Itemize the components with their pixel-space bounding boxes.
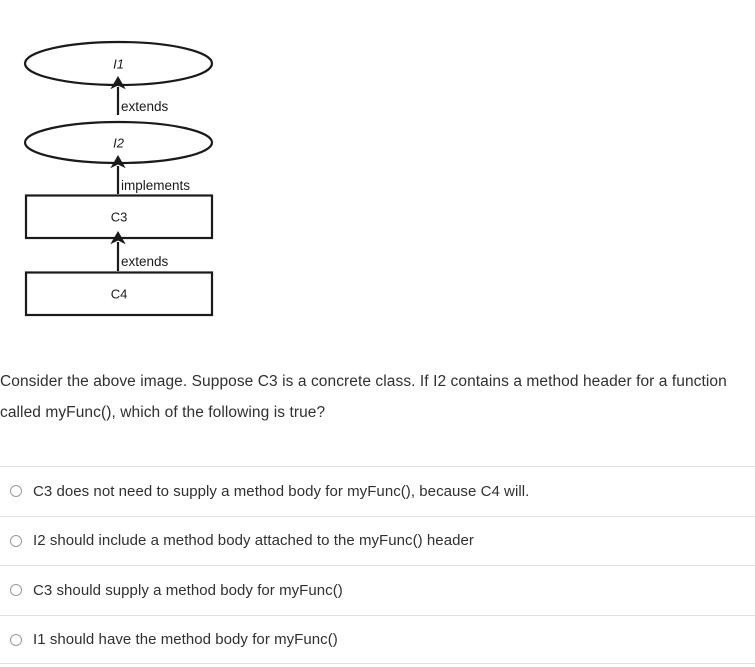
question-prompt: Consider the above image. Suppose C3 is … bbox=[0, 373, 727, 421]
uml-diagram-canvas: I1 extends I2 implements C3 extends C4 bbox=[23, 40, 214, 317]
option-row-a[interactable]: C3 does not need to supply a method body… bbox=[0, 466, 755, 516]
option-label-b[interactable]: I2 should include a method body attached… bbox=[33, 532, 474, 550]
edge-i2-extends-i1-label: extends bbox=[121, 99, 169, 114]
node-c4-label: C4 bbox=[111, 287, 128, 302]
node-c3-box bbox=[24, 194, 214, 240]
uml-inheritance-diagram: I1 extends I2 implements C3 extends C4 bbox=[0, 0, 300, 340]
node-c4-box bbox=[24, 271, 214, 317]
option-row-d[interactable]: I1 should have the method body for myFun… bbox=[0, 614, 755, 665]
node-i2-label: I2 bbox=[113, 136, 125, 151]
radio-button-option-d[interactable] bbox=[10, 633, 22, 646]
option-label-c[interactable]: C3 should supply a method body for myFun… bbox=[33, 581, 343, 599]
radio-button-option-b[interactable] bbox=[10, 534, 22, 547]
edge-c3-implements-i2-label: implements bbox=[121, 178, 190, 193]
option-label-d[interactable]: I1 should have the method body for myFun… bbox=[33, 631, 338, 649]
option-label-a[interactable]: C3 does not need to supply a method body… bbox=[33, 482, 530, 500]
radio-button-option-c[interactable] bbox=[10, 584, 22, 597]
option-row-b[interactable]: I2 should include a method body attached… bbox=[0, 515, 755, 566]
answer-options-list: C3 does not need to supply a method body… bbox=[0, 466, 755, 665]
radio-button-option-a[interactable] bbox=[10, 485, 22, 498]
node-c3-label: C3 bbox=[111, 210, 128, 225]
node-i1-label: I1 bbox=[113, 57, 124, 72]
edge-c4-extends-c3-label: extends bbox=[121, 254, 169, 269]
option-row-c[interactable]: C3 should supply a method body for myFun… bbox=[0, 565, 755, 615]
